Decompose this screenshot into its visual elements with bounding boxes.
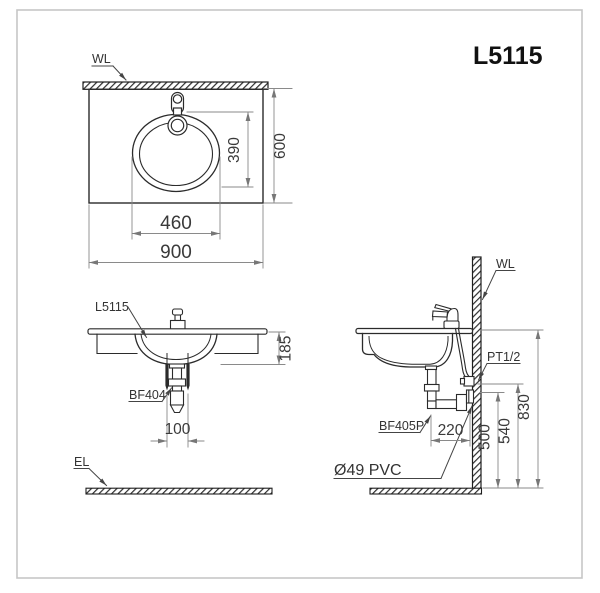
front-countertop xyxy=(87,328,268,335)
side-countertop xyxy=(355,327,474,335)
side-pipe-callout: Ø49 PVC xyxy=(333,405,473,480)
front-dim-supply-spacing xyxy=(150,393,205,448)
side-supply-callout: PT1/2 xyxy=(477,350,521,381)
plan-wall-label: WL xyxy=(91,52,127,81)
front-drain-callout: BF404 xyxy=(128,387,173,403)
plan-dim-counter-width xyxy=(88,204,264,269)
front-drain-trap xyxy=(167,363,187,414)
side-trap-callout: BF405P xyxy=(378,415,432,434)
plan-dim-counter-depth xyxy=(263,88,293,204)
plan-dim-counter-depth-text: 600 xyxy=(272,133,289,159)
plan-dim-basin-width xyxy=(131,156,221,240)
side-dim-trap-to-wall-text: 220 xyxy=(438,422,464,439)
front-bowl-inner xyxy=(140,333,212,361)
side-dim-extensions xyxy=(477,329,544,489)
plan-faucet xyxy=(167,91,188,136)
floor-hatch-left xyxy=(85,487,273,495)
plan-dim-basin-depth-text: 390 xyxy=(226,137,243,163)
front-dim-bowl-depth xyxy=(220,331,286,365)
side-dim-supply-height-text: 540 xyxy=(497,418,514,444)
floor-callout-text: EL xyxy=(74,455,89,469)
plan-wall-label-text: WL xyxy=(92,52,111,66)
side-pipe-callout-text: Ø49 PVC xyxy=(334,462,402,479)
side-supply-hose xyxy=(454,327,471,380)
side-wall-label: WL xyxy=(481,257,516,301)
side-supply-valve xyxy=(459,375,475,387)
sheet-title: L5115 xyxy=(473,42,543,70)
front-dim-bowl-depth-text: 185 xyxy=(278,336,295,362)
plan-view: WL 390 600 xyxy=(82,52,293,269)
page-frame xyxy=(16,9,583,579)
plan-dim-basin-width-text: 460 xyxy=(160,213,192,234)
front-model-callout-text: L5115 xyxy=(95,300,129,314)
plan-wall-hatch xyxy=(82,81,269,90)
front-apron xyxy=(96,333,259,355)
side-basin-outer xyxy=(361,332,454,368)
side-drain-trap xyxy=(423,365,475,412)
side-wall-label-text: WL xyxy=(496,257,515,271)
side-basin-inner xyxy=(368,335,449,365)
side-supply-callout-text: PT1/2 xyxy=(487,350,520,364)
side-view: WL xyxy=(333,256,544,495)
front-faucet xyxy=(169,308,186,330)
side-faucet xyxy=(431,303,460,330)
side-trap-callout-text: BF405P xyxy=(379,419,424,433)
front-dim-supply-spacing-text: 100 xyxy=(165,421,191,438)
plan-dim-counter-width-text: 900 xyxy=(160,242,192,263)
side-wall-hatch xyxy=(471,256,482,493)
plan-dim-basin-depth xyxy=(186,111,254,188)
front-model-callout: L5115 xyxy=(95,300,148,339)
front-drain-callout-text: BF404 xyxy=(129,388,166,402)
side-dim-counter-height-text: 830 xyxy=(516,394,533,420)
front-view: L5115 BF404 100 185 EL xyxy=(73,300,295,495)
floor-callout: EL xyxy=(73,455,108,487)
side-dim-drain-height-text: 500 xyxy=(477,424,494,450)
side-dim-trap-to-wall xyxy=(430,412,471,447)
floor-hatch-right xyxy=(369,487,483,495)
